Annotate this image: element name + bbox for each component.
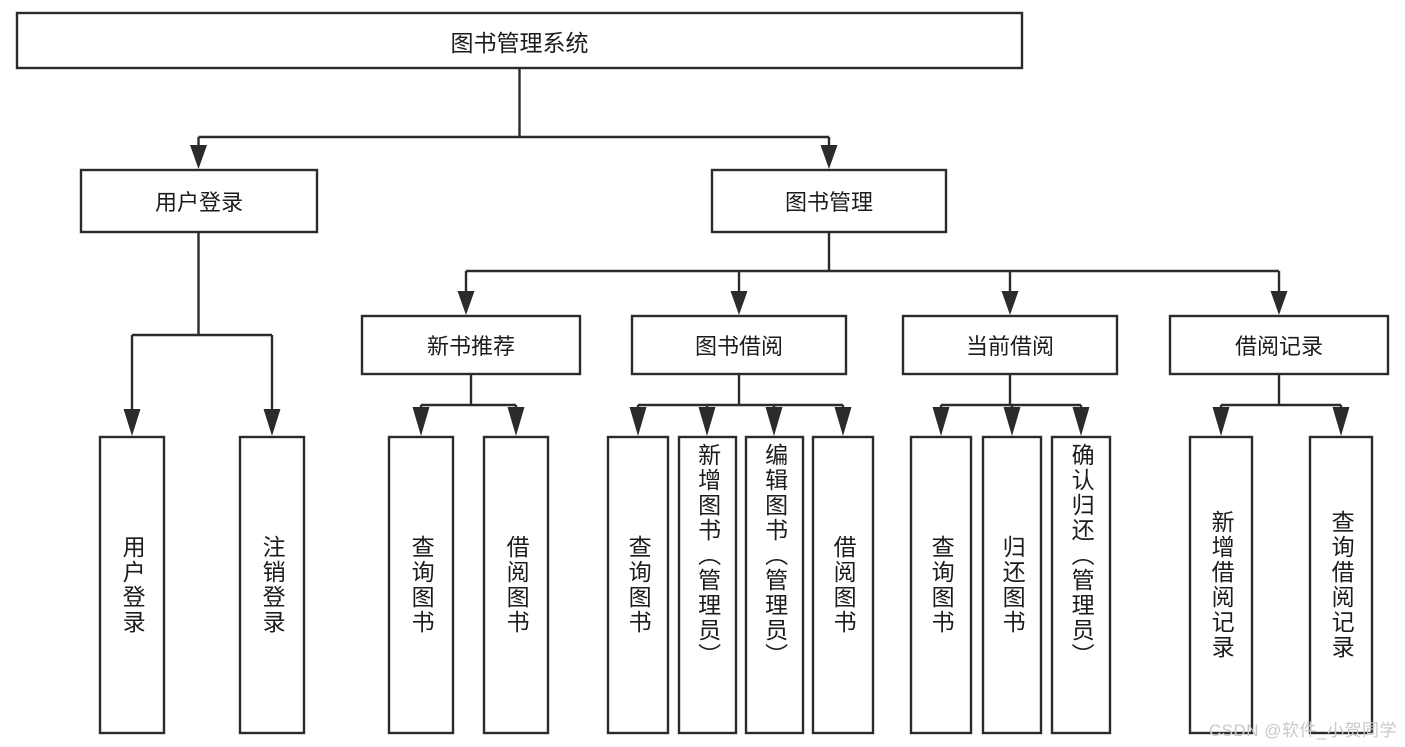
node-book-manage-box[interactable]	[710, 168, 948, 234]
arrow-head-leaf-borrow-book-2	[834, 407, 852, 436]
node-leaf-logout-login-box[interactable]	[238, 435, 306, 735]
connector-group-book-manage	[457, 232, 1288, 315]
arrow-head-book-borrow	[730, 291, 748, 315]
arrow-head-leaf-query-borrow-record	[1332, 407, 1350, 436]
node-leaf-confirm-return-admin-box[interactable]	[1050, 435, 1112, 735]
arrow-head-leaf-edit-book-admin	[765, 407, 783, 436]
arrow-head-new-book-recommend	[457, 291, 475, 315]
arrow-head-leaf-borrow-book-1	[507, 407, 525, 436]
node-leaf-return-book-box[interactable]	[981, 435, 1043, 735]
node-leaf-query-book-2-box[interactable]	[606, 435, 670, 735]
node-new-book-recommend-box[interactable]	[360, 314, 582, 376]
node-leaf-add-borrow-record-box[interactable]	[1188, 435, 1254, 735]
node-leaf-user-login-box[interactable]	[98, 435, 166, 735]
arrow-head-leaf-confirm-return-admin	[1072, 407, 1090, 436]
arrow-head-leaf-query-book-2	[629, 407, 647, 436]
node-leaf-borrow-book-2-box[interactable]	[811, 435, 875, 735]
connector-group-borrow-record	[1212, 374, 1350, 436]
arrow-head-leaf-query-book-1	[412, 407, 430, 436]
arrow-head-user-login	[190, 145, 207, 169]
connector-group-root	[190, 68, 838, 169]
node-current-borrow-box[interactable]	[901, 314, 1119, 376]
arrow-head-leaf-add-borrow-record	[1212, 407, 1230, 436]
arrow-head-leaf-user-login	[123, 409, 141, 436]
arrow-head-book-manage	[820, 145, 838, 169]
connector-group-current-borrow	[932, 374, 1090, 436]
arrow-head-borrow-record	[1270, 291, 1288, 315]
node-borrow-record-box[interactable]	[1168, 314, 1390, 376]
node-leaf-borrow-book-1-box[interactable]	[482, 435, 550, 735]
node-leaf-query-book-3-box[interactable]	[909, 435, 973, 735]
node-root-box[interactable]	[15, 11, 1024, 70]
arrow-head-current-borrow	[1001, 291, 1019, 315]
node-leaf-add-book-admin-box[interactable]	[677, 435, 738, 735]
node-leaf-query-book-1-box[interactable]	[387, 435, 455, 735]
node-leaf-query-borrow-record-box[interactable]	[1308, 435, 1374, 735]
arrow-head-leaf-query-book-3	[932, 407, 950, 436]
connector-group-user-login	[123, 232, 281, 436]
arrow-head-leaf-logout-login	[263, 409, 281, 436]
connector-group-new-book-recommend	[412, 374, 525, 436]
arrow-head-leaf-add-book-admin	[698, 407, 716, 436]
node-user-login-box[interactable]	[79, 168, 319, 234]
node-leaf-edit-book-admin-box[interactable]	[744, 435, 805, 735]
arrow-head-leaf-return-book	[1003, 407, 1021, 436]
connector-group-book-borrow	[629, 374, 852, 436]
node-book-borrow-box[interactable]	[630, 314, 848, 376]
csdn-watermark: CSDN @软件_小贺同学	[1208, 721, 1397, 740]
